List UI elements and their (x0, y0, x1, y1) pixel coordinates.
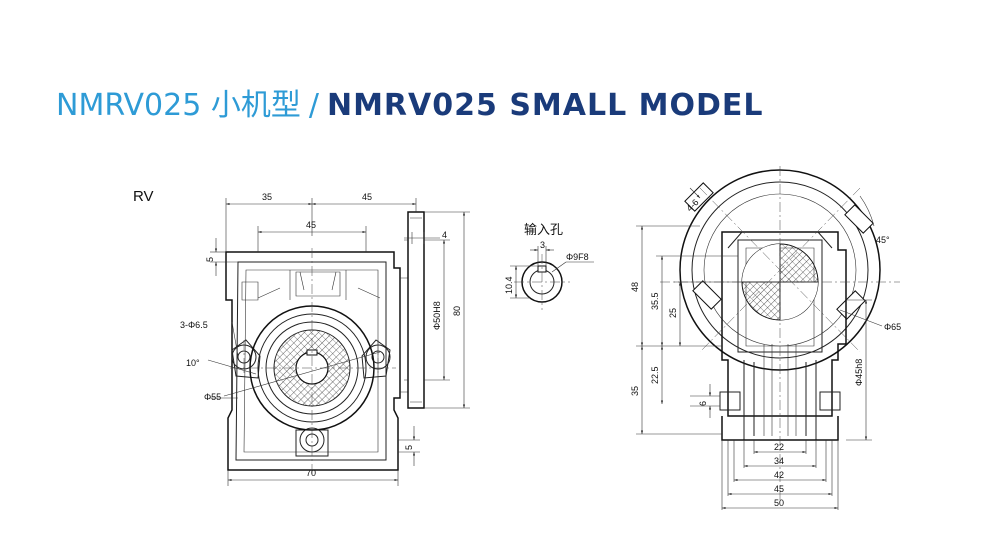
dim-flange-pilot: Φ50H8 (432, 301, 442, 330)
title-separator: / (308, 88, 319, 123)
title-chinese: NMRV025 小机型 (56, 88, 301, 123)
input-hole-label: 输入孔 (524, 222, 563, 237)
dim-side-width-2: 34 (774, 456, 784, 466)
dim-front-angle: 10° (186, 358, 200, 368)
dim-side-foot-thickness: 6 (698, 401, 708, 406)
dim-flange-thickness: 4 (442, 230, 447, 240)
dim-front-top-right: 45 (362, 192, 372, 202)
page-title: NMRV025 小机型/NMRV025 SMALL MODEL (56, 86, 764, 126)
dim-front-bottom-offset: 5 (404, 445, 414, 450)
dim-front-top-offset: 5 (205, 257, 215, 262)
dim-side-width-3: 42 (774, 470, 784, 480)
input-hole-detail: 输入孔 3 Φ9F8 10.4 (504, 222, 594, 310)
front-view: RV (133, 188, 470, 486)
dim-side-angle: 45° (876, 235, 890, 245)
front-dim-flange: 4 Φ50H8 80 (404, 211, 470, 409)
dim-side-total-height: 48 (630, 282, 640, 292)
dim-side-lower-height: 22.5 (650, 366, 660, 384)
dim-side-flange-od: Φ65 (884, 322, 901, 332)
dim-input-keyway: 3 (540, 240, 545, 250)
title-english: NMRV025 SMALL MODEL (326, 88, 764, 123)
dim-input-bore: Φ9F8 (566, 252, 589, 262)
side-dim-widths: 22 34 42 45 50 (721, 440, 839, 510)
dim-front-inner-width: 45 (306, 220, 316, 230)
dim-front-pcd: Φ55 (204, 392, 221, 402)
front-dim-top: 35 45 45 (225, 192, 417, 252)
dim-input-key-height: 10.4 (504, 276, 514, 294)
dim-side-base-height: 35 (630, 386, 640, 396)
dim-side-width-4: 45 (774, 484, 784, 494)
dim-side-width-5: 50 (774, 498, 784, 508)
front-view-label: RV (133, 188, 154, 205)
front-housing (225, 251, 409, 471)
front-dim-left: 5 3-Φ6.5 10° Φ55 (180, 238, 238, 402)
front-dim-bottom: 5 70 (227, 426, 420, 486)
dim-front-base-width: 70 (306, 468, 316, 478)
dim-front-top-left: 35 (262, 192, 272, 202)
front-flange (404, 211, 425, 409)
side-view: 4-6 45° Φ65 48 35 35.5 25 22.5 6 (630, 166, 901, 510)
dim-side-upper-height: 25 (668, 308, 678, 318)
side-housing (721, 231, 847, 417)
dim-front-holes: 3-Φ6.5 (180, 320, 208, 330)
dim-side-center-height: 35.5 (650, 292, 660, 310)
dim-front-height: 80 (452, 306, 462, 316)
dim-side-width-1: 22 (774, 442, 784, 452)
dim-side-shaft-pilot: Φ45h8 (854, 359, 864, 386)
side-dim-left: 48 35 35.5 25 22.5 6 (630, 225, 742, 435)
